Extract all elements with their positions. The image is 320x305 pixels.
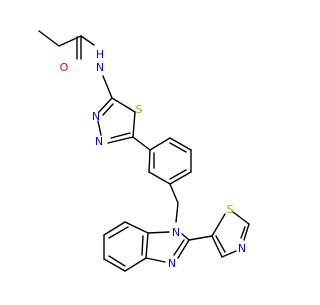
bond-tz-s-c2 <box>232 211 250 225</box>
atom-amide-hydrogen: H <box>96 48 104 61</box>
bond-ethyl-1 <box>38 30 60 47</box>
bond-ph-5 <box>169 137 192 151</box>
atom-thiadiazole-n4: N <box>95 135 103 148</box>
bond-tz-c2-n-b <box>240 226 246 239</box>
bond-ph-6 <box>149 137 171 151</box>
bond-td-n3-c2-a <box>98 97 113 113</box>
bond-td-n3-c2-b <box>102 103 114 116</box>
bond-td-c2-s <box>111 97 136 113</box>
atom-oxygen: O <box>60 61 69 74</box>
atom-thiadiazole-n3: N <box>92 110 100 123</box>
bond-tz-n-c4 <box>221 250 237 258</box>
bond-td-c5-n4-a <box>107 136 134 144</box>
atom-thiazole-nitrogen: N <box>238 242 246 255</box>
bond-td-s-c5 <box>132 111 136 138</box>
molecule-canvas: O N H S N N N N S N <box>38 30 250 272</box>
atom-benzimidazole-n1: N <box>172 226 180 239</box>
bond-bi-thiazole <box>188 235 213 241</box>
bond-tz-c4-c5-a <box>211 235 223 258</box>
bond-tz-c2-n-a <box>243 223 250 241</box>
bond-td-n4-n3 <box>97 120 102 136</box>
bond-ph-inner-3 <box>169 142 187 153</box>
bond-bi-c3a-n3 <box>145 257 166 263</box>
bond-c-n-amide <box>80 35 95 46</box>
bond-bz-inner-2 <box>108 255 126 267</box>
bond-ch2-n1 <box>175 202 179 223</box>
bond-bz-1 <box>124 221 149 234</box>
bond-bi-n3-c2-b <box>173 239 185 256</box>
bond-ph-2 <box>148 171 171 185</box>
bond-bi-c2-n1 <box>181 233 190 241</box>
bond-bz-inner-3 <box>141 235 144 256</box>
atom-thiazole-sulfur: S <box>227 203 234 216</box>
bond-bz-inner-1 <box>108 226 129 239</box>
bond-ph-ch2 <box>169 183 179 204</box>
bond-ph-1 <box>148 149 151 173</box>
bond-bz-4 <box>103 258 126 272</box>
atom-thiadiazole-sulfur: S <box>136 103 143 116</box>
bond-tz-c5-s <box>211 213 226 237</box>
bond-td-c5-n4-b <box>110 132 131 139</box>
atom-benzimidazole-n3: N <box>168 257 176 270</box>
atom-amide-nitrogen: N <box>96 61 104 74</box>
bond-nh-thiadiazole <box>102 75 113 99</box>
bond-bz-5 <box>124 257 147 272</box>
bond-ph-inner-2 <box>169 169 187 180</box>
bond-tz-c4-c5-b <box>215 235 226 253</box>
bond-bi-n3-c2-a <box>177 239 190 259</box>
bond-ph-3 <box>169 171 192 185</box>
bond-td-phenyl <box>132 136 151 151</box>
molecule-structure: O N H S N N N N S N <box>38 30 250 272</box>
bond-bz-2 <box>103 221 126 236</box>
bond-bi-c7a-c3a <box>145 232 149 259</box>
bond-bi-n1-c7a <box>147 231 170 234</box>
